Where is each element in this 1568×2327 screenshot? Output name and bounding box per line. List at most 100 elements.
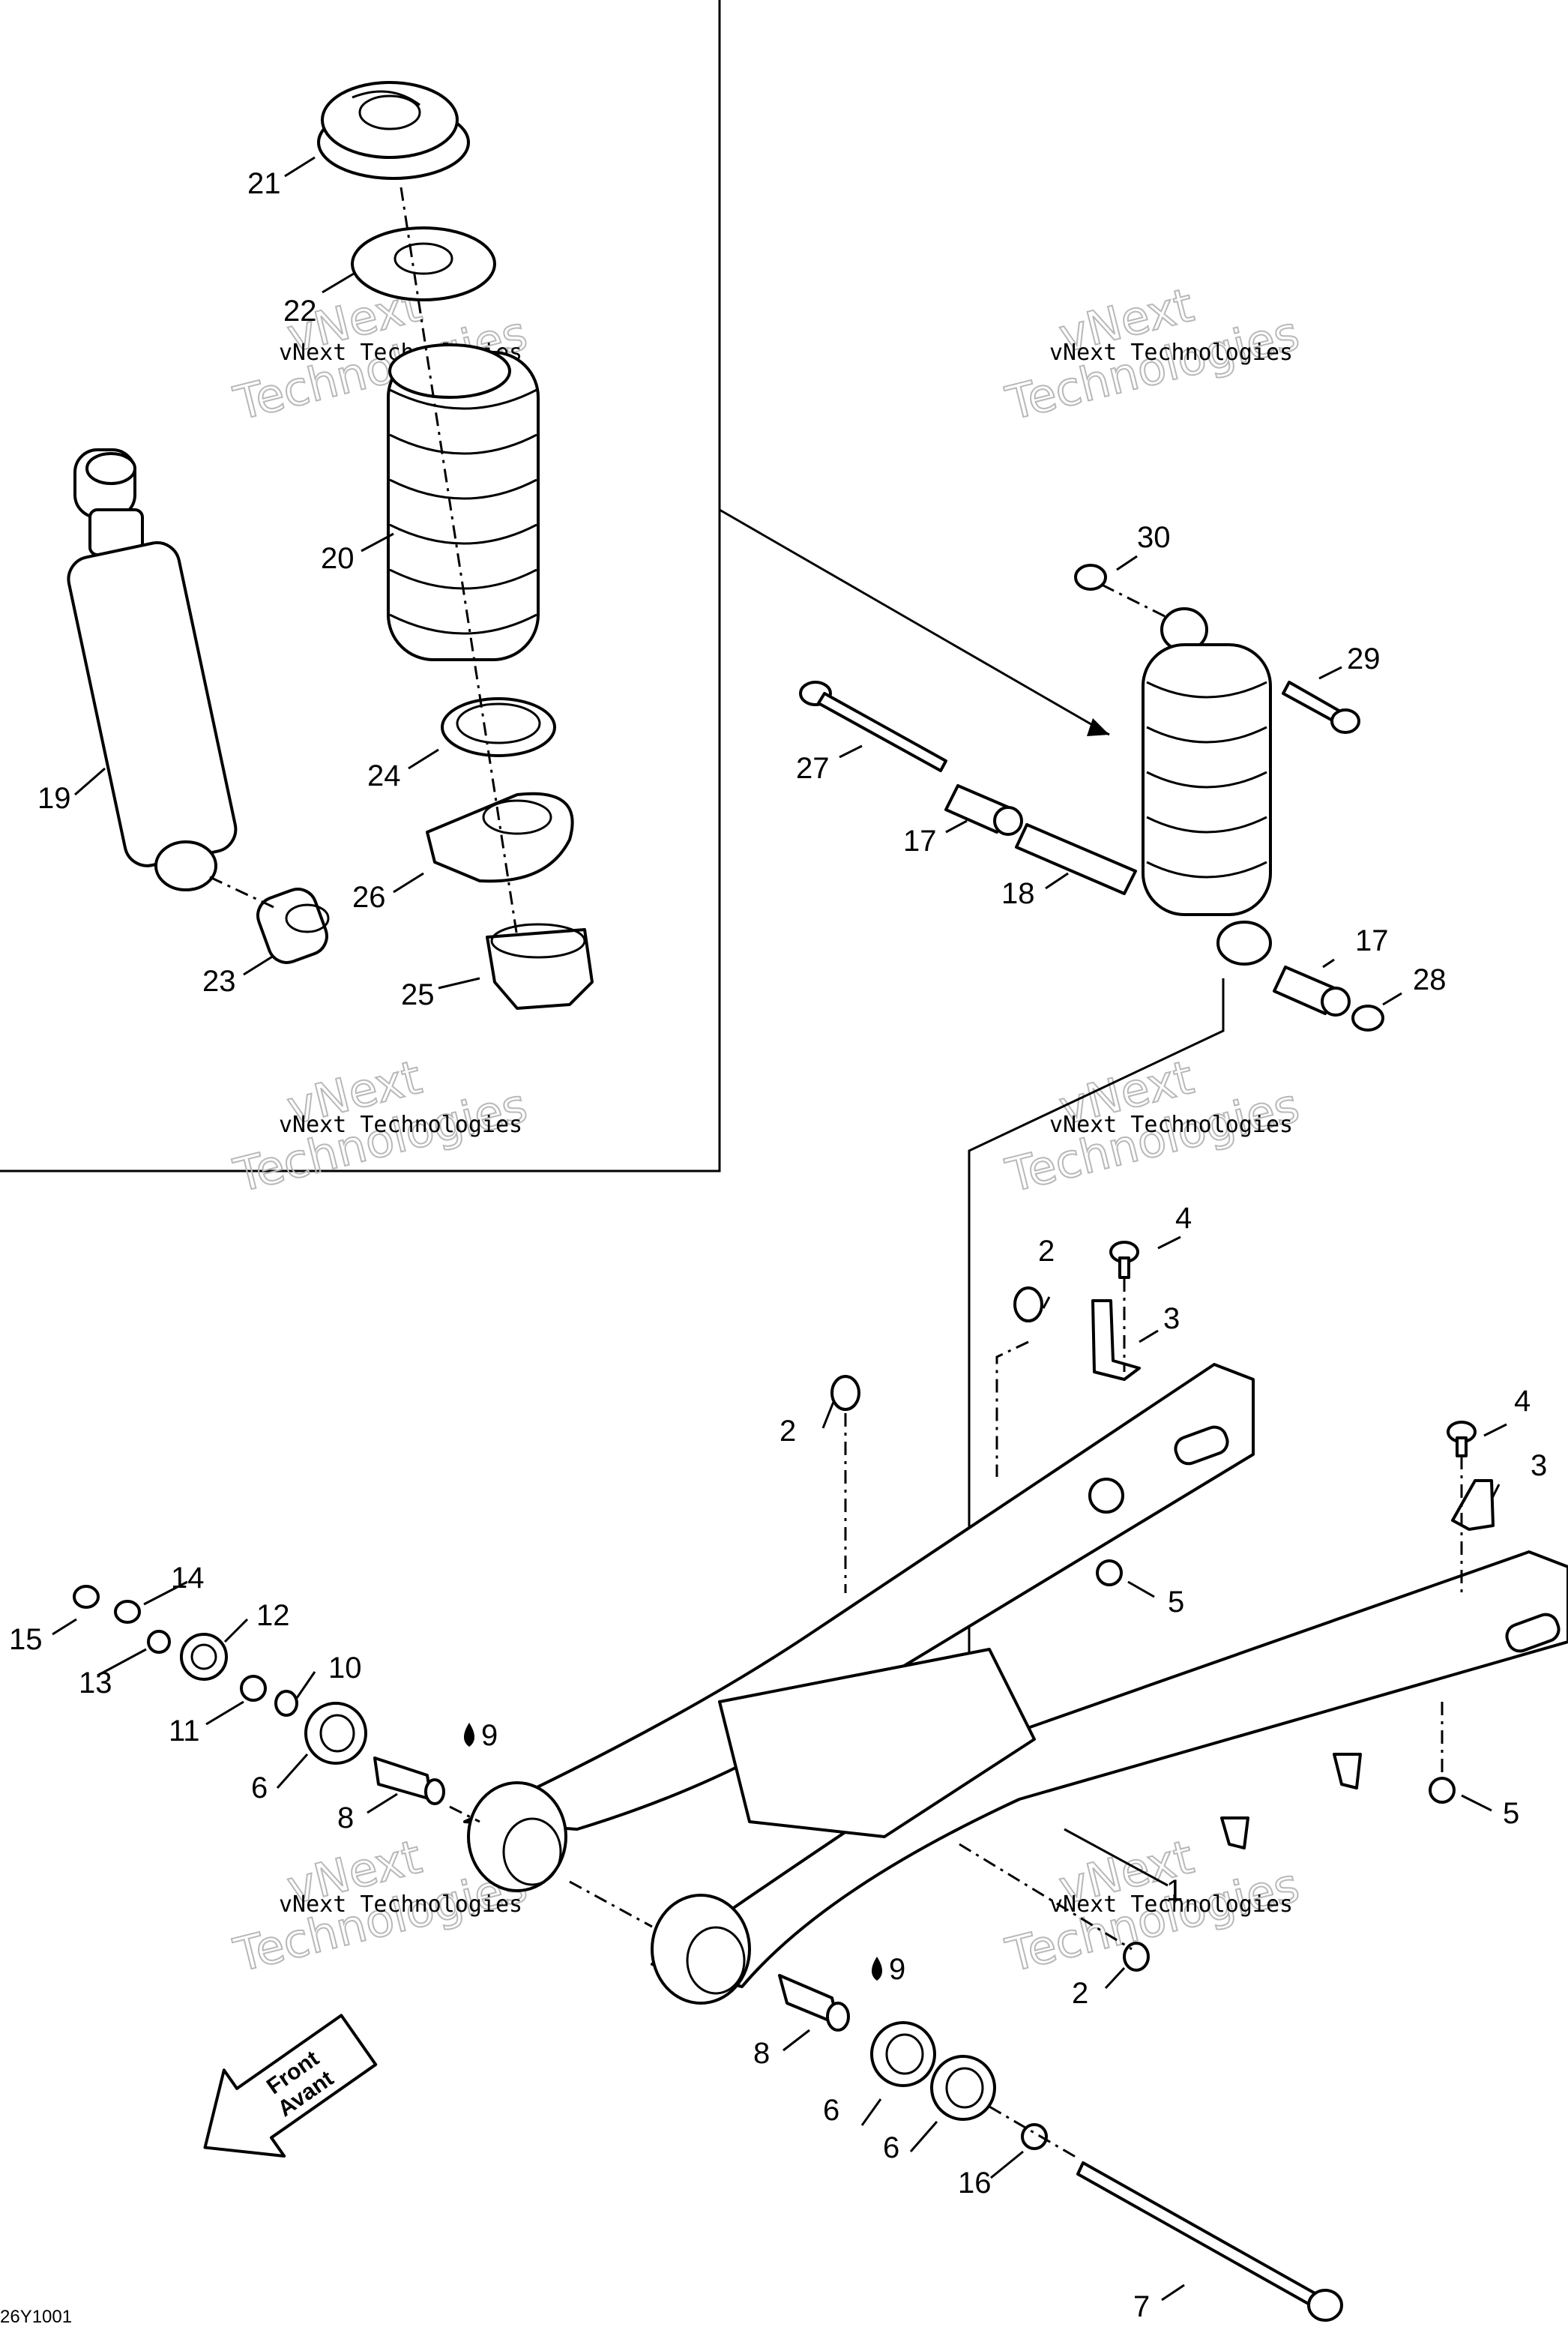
part-11-nut [240,1675,267,1702]
callout-5-upper: 5 [1168,1586,1184,1619]
axis-pivot-left [449,1805,480,1823]
part-3-bracket-right [1451,1479,1495,1531]
part-12-spacer [180,1633,228,1681]
part-21-spring-retainer [317,81,470,180]
part-17-spacer-upper [944,784,1023,836]
swing-arm-pivot-right [651,1894,751,2005]
part-4-screw-upper [1109,1241,1139,1279]
callout-17-lower: 17 [1355,924,1389,957]
watermark-6: vNext Technologies vNext Technologies [1000,1828,1305,1984]
part-2-plug-upper [1013,1286,1043,1322]
shock-to-swingarm-line [968,978,1225,1672]
grease-drop-icon [464,1723,474,1747]
callout-8-right: 8 [753,2037,770,2070]
part-19-shock-absorber [67,448,238,891]
callout-6-right-1: 6 [823,2094,839,2127]
detail-inset-frame [0,0,721,1172]
part-29-bolt [1282,681,1360,734]
part-30-nut [1074,564,1107,591]
svg-text:vNext Technologies: vNext Technologies [279,1891,522,1918]
part-3-bracket-upper [1091,1299,1141,1381]
part-23-bushing [256,888,330,964]
part-10-washer [274,1690,298,1717]
callout-13: 13 [79,1667,112,1700]
callout-12: 12 [256,1599,290,1632]
callout-2-upper: 2 [1038,1235,1055,1268]
callout-26: 26 [352,881,386,914]
callout-17-upper: 17 [903,825,937,858]
inset-to-shock-arrow [719,508,1110,736]
part-1-swing-arm [463,1363,1568,1988]
callout-4-upper: 4 [1175,1202,1192,1235]
installed-shock-assembly [1142,607,1272,966]
part-7-pivot-bolt [1076,2161,1343,2322]
callout-2-left: 2 [780,1415,796,1448]
callout-7: 7 [1133,2290,1150,2323]
part-5-nut-right [1429,1777,1456,1804]
grease-drop-icon [872,1957,882,1981]
callout-27: 27 [796,752,830,785]
axis-pivot-right [989,2105,1080,2161]
callout-3-right: 3 [1531,1449,1547,1482]
leader-lines [52,156,1507,2302]
callout-9-right: 9 [889,1953,905,1986]
part-24-ring [441,697,556,757]
callout-6-right-2: 6 [883,2131,899,2164]
part-15-nut [73,1585,100,1609]
callout-25: 25 [401,978,435,1011]
part-16-washer [1021,2123,1048,2150]
callout-30: 30 [1137,521,1171,554]
part-2-plug-left [830,1375,860,1411]
callout-5-right: 5 [1503,1797,1519,1830]
drawing-code: 26Y1001 [0,2307,72,2327]
callout-labels: 21 22 20 19 24 26 23 25 30 29 27 17 18 1… [9,167,1547,2323]
part-6-bearing-right-2 [930,2055,996,2121]
part-25-lock-nut [486,923,594,1010]
axis-line-inset-shock [209,876,274,909]
part-2-plug-lower [1123,1942,1150,1972]
part-6-bearing-left [304,1702,367,1765]
watermark-4: vNext Technologies vNext Technologies [1000,1049,1305,1204]
callout-24: 24 [367,759,401,792]
watermark-3: vNext Technologies vNext Technologies [228,1049,533,1204]
callout-22: 22 [283,295,317,328]
callout-6-left: 6 [251,1771,268,1804]
callout-29: 29 [1347,642,1381,675]
callout-23: 23 [202,965,236,998]
svg-text:vNext Technologies: vNext Technologies [1049,1891,1293,1918]
front-direction-arrow: Front Avant [203,2014,378,2158]
svg-text:vNext Technologies: vNext Technologies [1049,340,1293,366]
part-26-adjuster-plate [426,792,574,883]
part-17-spacer-lower [1273,966,1351,1017]
part-20-coil-spring [387,343,540,661]
part-8-bushing-right [778,1974,850,2032]
callout-21: 21 [247,167,281,200]
part-5-nut-upper [1096,1559,1123,1586]
part-14-washer [114,1600,141,1624]
callout-11: 11 [169,1715,200,1747]
callout-3-upper: 3 [1163,1302,1180,1335]
arrowhead-shock [1087,718,1109,736]
callout-19: 19 [37,782,71,815]
svg-text:vNext Technologies: vNext Technologies [1049,1112,1293,1138]
callout-8-left: 8 [337,1801,354,1834]
callout-9-left: 9 [481,1719,498,1752]
callout-2-lower: 2 [1072,1977,1088,2010]
part-28-nut [1351,1005,1384,1032]
callout-18: 18 [1001,877,1035,910]
part-22-spring-seat [351,226,496,301]
callout-28: 28 [1413,963,1447,996]
swing-arm-pivot-left [467,1781,567,1892]
callout-1: 1 [1166,1874,1183,1907]
svg-text:vNext Technologies: vNext Technologies [279,1112,522,1138]
callout-15: 15 [9,1623,43,1656]
callout-4-right: 4 [1514,1385,1531,1418]
part-18-sleeve [1015,823,1137,895]
part-8-bushing-left [373,1756,445,1805]
part-27-long-bolt [799,681,947,772]
axis-2-upper [995,1340,1029,1477]
axis-line-inset-spring [399,187,519,938]
part-6-bearing-right-1 [870,2021,936,2087]
callout-14: 14 [171,1562,205,1595]
